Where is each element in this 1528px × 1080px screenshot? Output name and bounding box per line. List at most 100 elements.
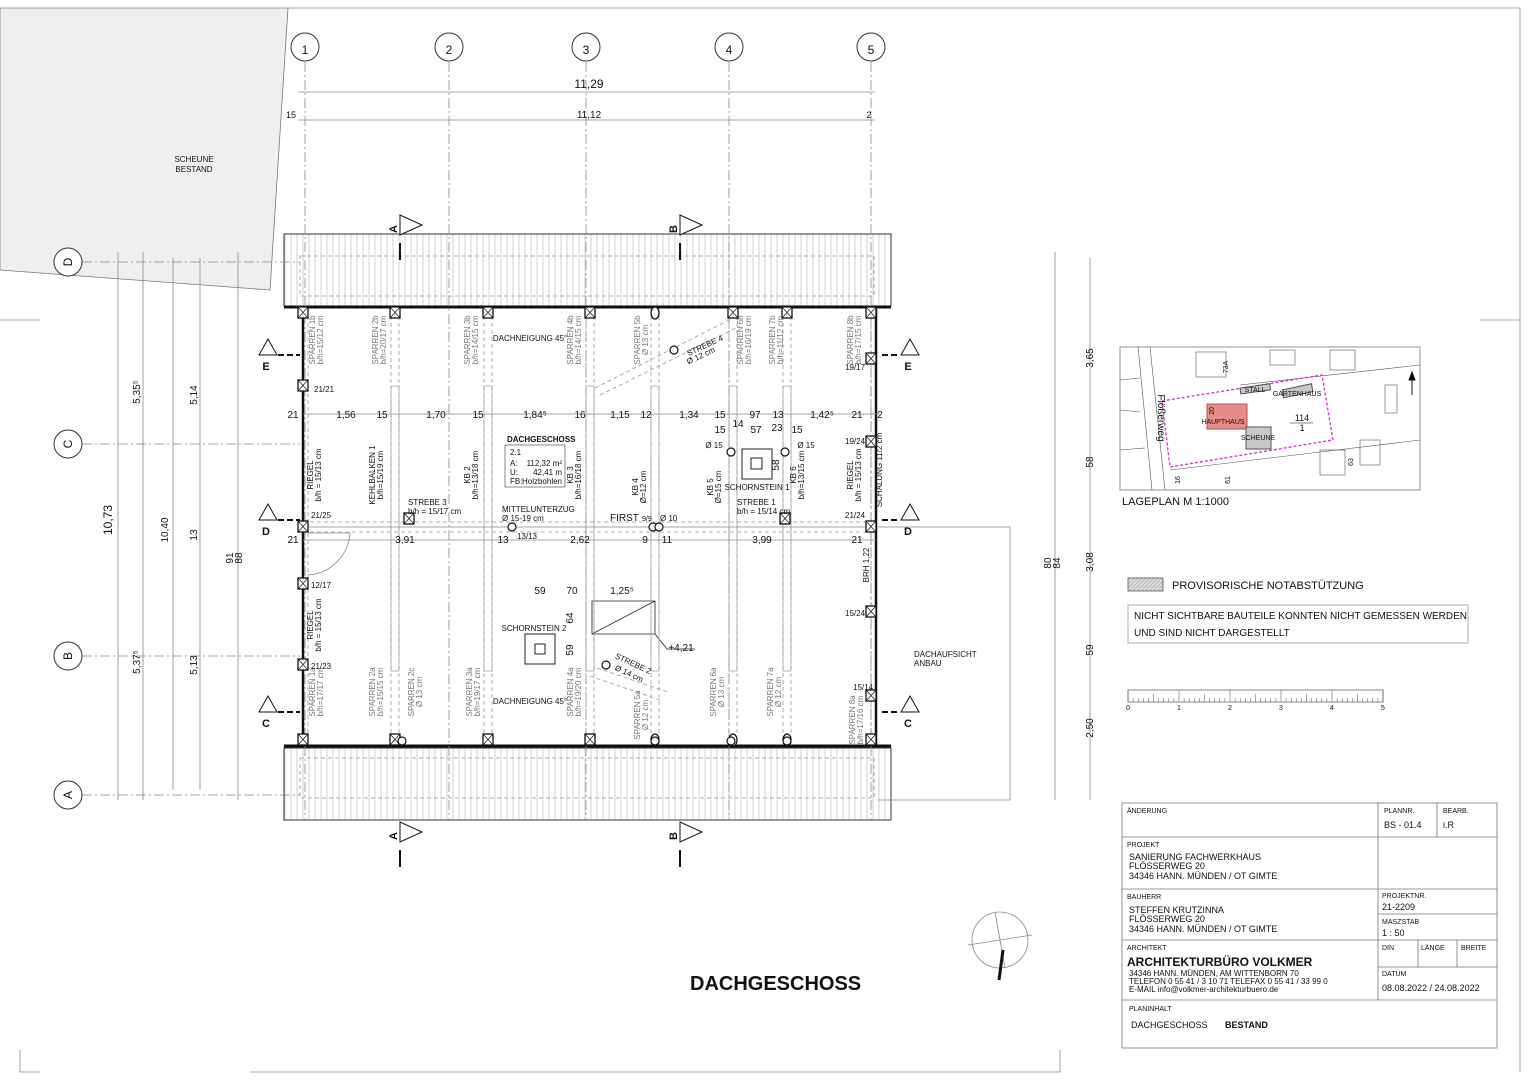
post-cross [865, 352, 877, 365]
rafter-size: b/h=20/17 cm [379, 315, 388, 364]
dim-upper: 13 [772, 410, 784, 421]
annex-outline [878, 526, 1011, 801]
dim-left: 10,73 [101, 505, 115, 535]
garden-house-shape [1281, 383, 1314, 399]
dim-lower: 3,99 [752, 535, 772, 546]
grid-row-label: C [61, 439, 75, 448]
section-marker-E [900, 337, 920, 356]
round-post [601, 660, 611, 670]
beam-size: Ø=12 cm [639, 470, 648, 503]
site-plan-building [1269, 349, 1296, 366]
chimney-dim: 15 [714, 425, 726, 436]
collar-beam [782, 385, 792, 672]
post-cross [781, 306, 793, 319]
beam-label: KB 6 [789, 466, 798, 484]
legend-note-box [1127, 604, 1469, 644]
round-post [507, 522, 517, 532]
legend-note: UND SIND NICHT DARGESTELLT [1134, 628, 1290, 639]
grid-bubble-row [53, 429, 83, 459]
rafter-size: b/h=11/12 cm [776, 316, 785, 364]
roof-pitch-label: DACHNEIGUNG 45° [493, 334, 567, 343]
title-block-project-no-label: PROJEKTNR. [1382, 893, 1426, 900]
post-size: 19/17 [845, 363, 866, 372]
chimney-dim: Ø 15 [705, 441, 723, 450]
room-area-label: A: [510, 459, 518, 468]
legend-hatch-swatch [1127, 577, 1164, 592]
beam-size: b/h = 15/13 cm [314, 448, 323, 501]
site-plan-line [1119, 447, 1146, 451]
grid-row-label: D [61, 257, 75, 266]
rafter-label: SPARREN 6a [709, 667, 718, 717]
title-block-plan-no: BS - 01.4 [1384, 820, 1422, 830]
door-swing [307, 532, 351, 576]
chimney-dim: 15 [791, 425, 803, 436]
post-cross [865, 689, 877, 702]
title-block-project: 34346 HANN. MÜNDEN / OT GIMTE [1129, 871, 1277, 881]
section-marker-E [258, 337, 278, 356]
dim-lower: 9 [642, 535, 648, 546]
dim-upper: 12 [640, 410, 652, 421]
post-size: 21/24 [845, 511, 866, 520]
grid-row-label: B [61, 652, 75, 660]
rafter-size: Ø 12 cm [774, 677, 783, 708]
dim-right: 2,50 [1085, 718, 1096, 738]
site-plan-building [1329, 349, 1356, 371]
dim-left: 91 [225, 552, 236, 564]
section-marker-B [679, 214, 704, 236]
site-building-label: GARTENHAUS [1273, 391, 1322, 398]
post-cross [584, 306, 596, 319]
beam-size: b/h=13/18 cm [471, 450, 480, 499]
round-post [397, 736, 407, 746]
ridge-size: Ø 10 [660, 514, 678, 523]
rafter-label: SPARREN 3a [465, 667, 474, 717]
rafter-label: SPARREN 5a [633, 690, 642, 740]
section-label: A [388, 832, 400, 840]
dim-upper: 1,34 [679, 410, 699, 421]
post-cross [865, 306, 877, 319]
round-post [780, 447, 790, 457]
post-cross [727, 306, 739, 319]
rafter-size: b/h=17/16 cm [856, 695, 865, 744]
roof-overhang-outline [299, 255, 875, 297]
dim-right: 80 [1043, 557, 1054, 569]
beam-size: b/h = 15/13 cm [854, 448, 863, 501]
title-block-width-label: BREITE [1461, 945, 1487, 952]
grid-bubble-row [53, 247, 83, 277]
rafter-size: Ø 13 cm [717, 677, 726, 708]
post-cross [297, 379, 309, 392]
title-block-content-status: BESTAND [1225, 1020, 1268, 1030]
rafter-size: b/h=17/15 cm [854, 315, 863, 364]
strut-4-lines [594, 317, 741, 396]
beam-label: RIEGEL [306, 460, 315, 490]
room-area: 112,32 m² [527, 459, 563, 468]
grid-bubble-1 [290, 32, 320, 62]
round-rafter-post [650, 306, 660, 320]
dim-upper: 1,15 [610, 410, 630, 421]
scale-tick-label: 1 [1177, 705, 1181, 712]
dim-left: 13 [189, 529, 200, 541]
post-cross [297, 520, 309, 533]
legend-hatch-label: PROVISORISCHE NOTABSTÜTZUNG [1172, 580, 1364, 592]
section-label: A [388, 225, 400, 233]
title-block-architect-info: TELEFON 0 55 41 / 3 10 71 TELEFAX 0 55 4… [1129, 977, 1328, 986]
room-perimeter: 42,41 m [533, 468, 562, 477]
dim-right: 59 [1085, 644, 1096, 656]
beam-label: KEHLBALKEN 1 [368, 445, 377, 505]
drawing-title: DACHGESCHOSS [690, 973, 861, 995]
beam-label: KB 2 [463, 466, 472, 484]
dim-upper: 97 [749, 410, 761, 421]
rafter-size: b/h=14/15 cm [574, 315, 583, 364]
house-number: 16 [1175, 476, 1182, 484]
ridge-label: FIRST [610, 513, 639, 524]
rafter-label: SPARREN 7a [766, 667, 775, 717]
title-block-date-label: DATUM [1382, 971, 1407, 978]
dim-upper: 1,42⁵ [810, 410, 834, 421]
dim-lower: 13/13 [517, 532, 538, 541]
annex-label: ANBAU [914, 659, 942, 668]
dim: 11,12 [577, 110, 602, 121]
grid-bubble-row [53, 641, 83, 671]
dim-upper: 16 [574, 410, 586, 421]
title-block-client: FLÖSSERWEG 20 [1129, 914, 1205, 924]
rafter-label: SPARREN 6b [736, 315, 745, 365]
